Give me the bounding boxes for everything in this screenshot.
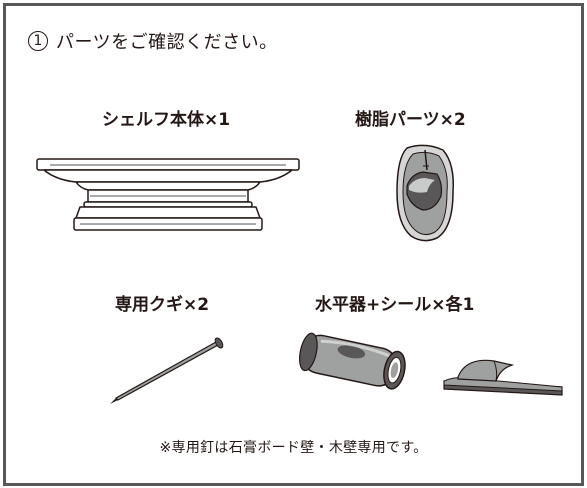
- step-heading: 1 パーツをご確認ください。: [28, 28, 278, 54]
- part-label-shelf-body: シェルフ本体×1: [102, 110, 231, 130]
- step-instruction: パーツをご確認ください。: [56, 32, 278, 53]
- step-number-badge: 1: [28, 31, 48, 51]
- part-label-nail: 専用クギ×2: [115, 295, 210, 315]
- part-label-resin-bracket: 樹脂パーツ×2: [355, 110, 466, 130]
- shelf-body-icon: [36, 158, 300, 231]
- part-label-level-and-sticker: 水平器+シール×各1: [315, 295, 475, 315]
- nail-icon: [110, 337, 224, 404]
- sticker-icon: [443, 359, 563, 396]
- nail-usage-note: ※専用釘は石膏ボード壁・木壁専用です。: [159, 440, 428, 456]
- spirit-level-icon: [299, 332, 406, 390]
- resin-bracket-icon: [396, 144, 455, 242]
- parts-check-panel: 1 パーツをご確認ください。 シェルフ本体×1 樹脂パーツ×2 専用クギ×2: [3, 3, 584, 486]
